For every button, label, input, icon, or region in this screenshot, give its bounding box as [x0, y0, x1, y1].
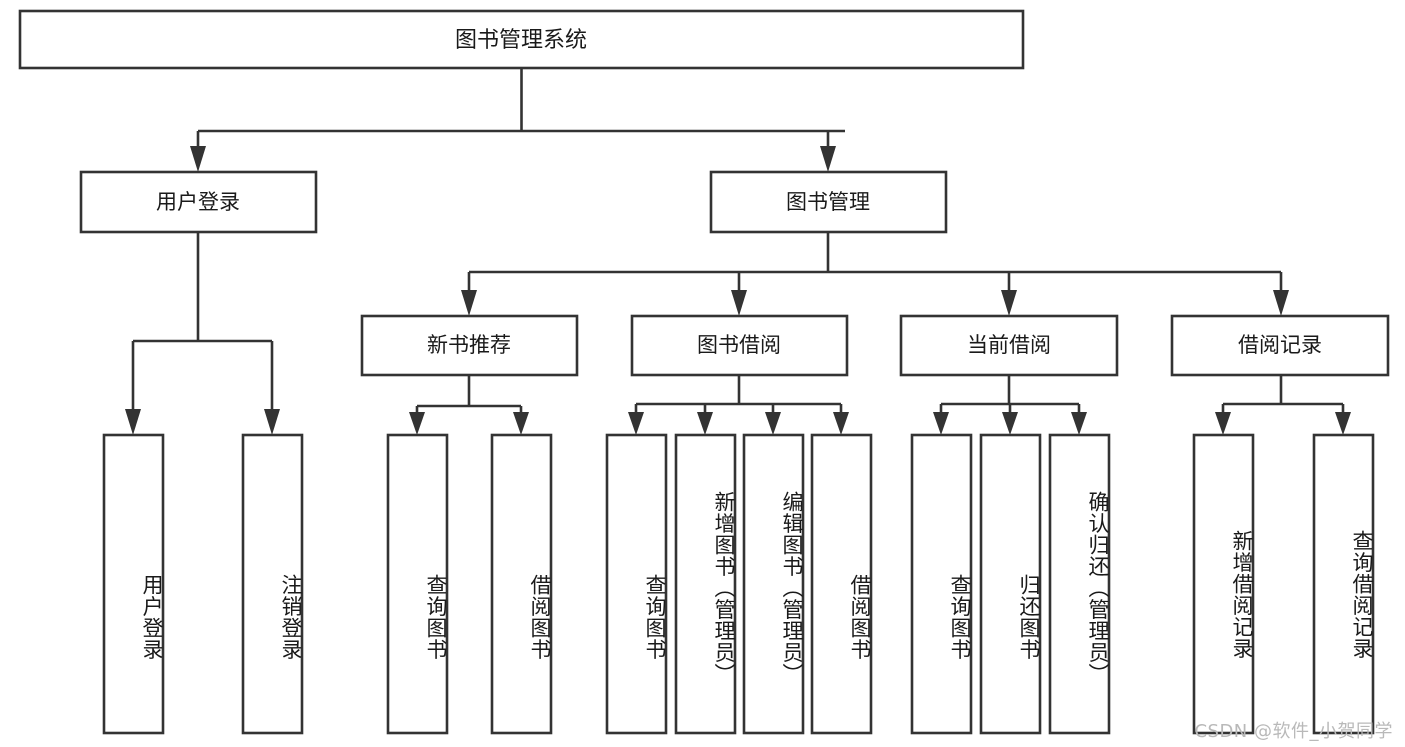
leaf-query-borrow-record[interactable] [1312, 433, 1375, 735]
node-root[interactable] [18, 9, 1025, 70]
arrowhead-leaf-add-record [1215, 412, 1231, 435]
arrowhead-to-borrow [731, 290, 747, 316]
node-borrow-records[interactable] [1170, 314, 1390, 377]
arrowhead-to-records [1273, 290, 1289, 316]
node-current-borrow[interactable] [899, 314, 1119, 377]
leaf-logout[interactable] [241, 433, 304, 735]
arrowhead-leaf-query-book-1 [409, 412, 425, 435]
arrowhead-leaf-user-login [125, 409, 141, 435]
arrowhead-leaf-query-record [1335, 412, 1351, 435]
arrowhead-root-to-user-login [190, 146, 206, 172]
arrowhead-leaf-logout [264, 409, 280, 435]
leaf-return-book[interactable] [979, 433, 1042, 735]
node-user-login-label: 用户登录 [156, 190, 240, 214]
arrowhead-leaf-edit-book [765, 412, 781, 435]
arrowhead-leaf-confirm-return [1071, 412, 1087, 435]
arrowhead-root-to-book-mgmt [820, 146, 836, 172]
leaf-add-book-admin[interactable] [674, 433, 737, 735]
leaf-borrow-book-newbooks[interactable] [490, 433, 553, 735]
arrowhead-leaf-query-book-3 [933, 412, 949, 435]
node-borrow-records-label: 借阅记录 [1238, 333, 1322, 357]
node-new-book-recommend-label: 新书推荐 [427, 333, 511, 357]
node-root-label: 图书管理系统 [455, 28, 587, 53]
node-book-borrow-label: 图书借阅 [697, 333, 781, 357]
node-current-borrow-label: 当前借阅 [967, 333, 1051, 357]
arrowhead-leaf-borrow-book-2 [833, 412, 849, 435]
watermark-text: CSDN @软件_小贺同学 [1194, 721, 1393, 742]
leaf-borrow-book-borrow[interactable] [810, 433, 873, 735]
leaf-edit-book-admin[interactable] [742, 433, 805, 735]
leaf-query-book-newbooks[interactable] [386, 433, 449, 735]
node-book-borrow[interactable] [630, 314, 849, 377]
arrowhead-to-new-books [461, 290, 477, 316]
arrowhead-leaf-return-book [1002, 412, 1018, 435]
leaf-confirm-return-admin[interactable] [1048, 433, 1111, 735]
leaf-user-login[interactable] [102, 433, 165, 735]
node-book-management[interactable] [709, 170, 948, 234]
arrowhead-to-current [1001, 290, 1017, 316]
arrowhead-leaf-borrow-book-1 [513, 412, 529, 435]
leaf-add-borrow-record[interactable] [1192, 433, 1255, 735]
arrowhead-leaf-query-book-2 [628, 412, 644, 435]
leaf-query-book-borrow[interactable] [605, 433, 668, 735]
node-new-book-recommend[interactable] [360, 314, 579, 377]
node-book-management-label: 图书管理 [786, 190, 870, 214]
node-user-login[interactable] [79, 170, 318, 234]
arrowhead-leaf-add-book [697, 412, 713, 435]
leaf-query-book-current[interactable] [910, 433, 973, 735]
